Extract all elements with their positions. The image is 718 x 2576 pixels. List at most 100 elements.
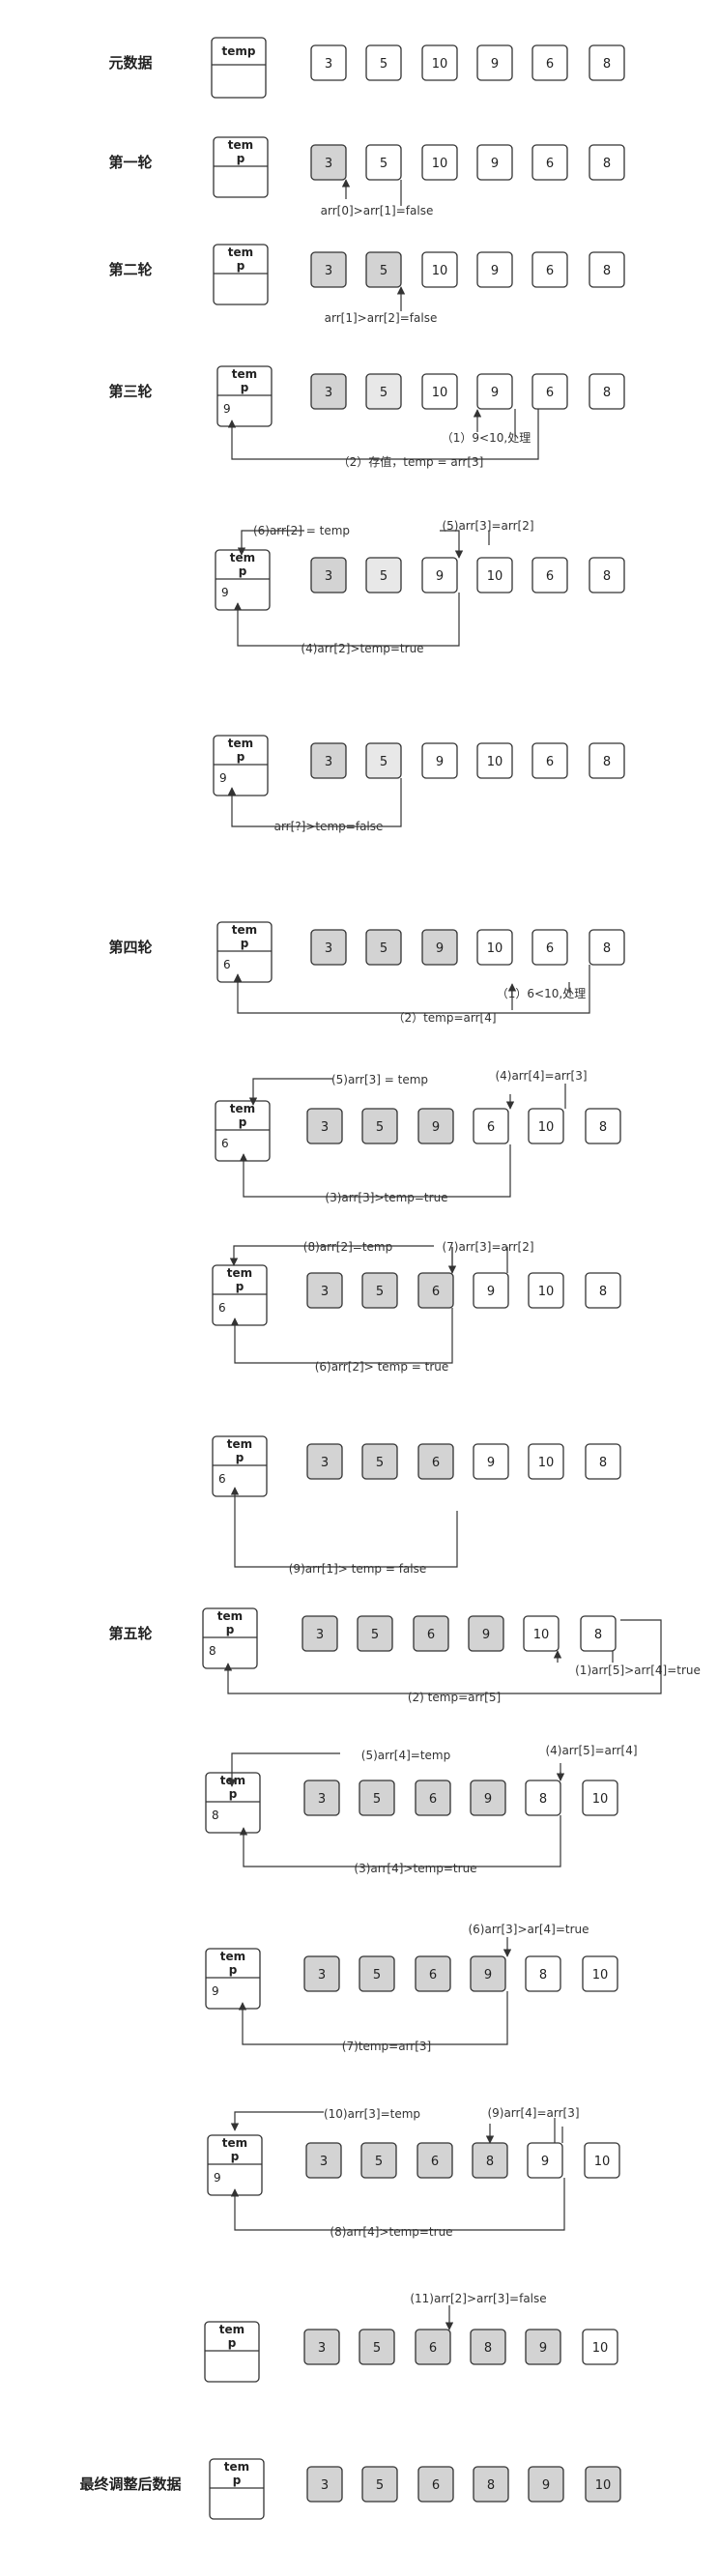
array-cell-value: 9 xyxy=(539,2341,547,2356)
step-annotation: arr[1]>arr[2]=false xyxy=(325,311,438,325)
array-cell-value: 3 xyxy=(318,2341,326,2356)
array-cell-value: 3 xyxy=(321,2478,329,2493)
array-cell: 3 xyxy=(306,1443,343,1480)
array-cell-value: 9 xyxy=(484,1968,492,1983)
temp-box-frame xyxy=(212,1435,268,1497)
array-cell-value: 5 xyxy=(380,755,388,769)
array-cell: 8 xyxy=(525,1780,561,1816)
connector-arrow xyxy=(229,1245,434,1266)
array-cell: 5 xyxy=(365,44,402,81)
step-annotation: （2）temp=arr[4] xyxy=(392,1011,496,1025)
array-cell: 8 xyxy=(585,1443,621,1480)
array-cell: 10 xyxy=(582,1780,618,1816)
array-cell-value: 6 xyxy=(432,2478,440,2493)
step-annotation: (9)arr[4]=arr[3] xyxy=(487,2106,579,2120)
round-label: 第四轮 xyxy=(108,939,152,956)
array-cell: 9 xyxy=(421,557,458,593)
array-cell: 3 xyxy=(310,44,347,81)
temp-box-frame xyxy=(213,735,269,796)
temp-box-label: tem xyxy=(232,367,257,381)
temp-box-label: p xyxy=(236,1451,244,1464)
array-cell: 9 xyxy=(527,2142,563,2179)
connector-arrow xyxy=(230,1308,453,1364)
temp-box-value: 6 xyxy=(221,1137,229,1150)
temp-box-value: 6 xyxy=(218,1472,226,1486)
step-annotation: (3)arr[4]>temp=true xyxy=(354,1862,476,1875)
temp-box-label: tem xyxy=(224,2460,249,2474)
array-cell-value: 8 xyxy=(603,755,611,769)
temp-box: temp xyxy=(213,136,269,198)
round-label: 第一轮 xyxy=(108,154,152,171)
temp-box-label: tem xyxy=(232,923,257,937)
array-cell: 9 xyxy=(470,1955,506,1992)
array-cell: 9 xyxy=(473,1272,509,1309)
array-cell-value: 3 xyxy=(318,1968,326,1983)
array-cell-value: 8 xyxy=(603,57,611,72)
array-cell: 10 xyxy=(585,2466,621,2503)
array-cell: 3 xyxy=(310,742,347,779)
step-annotation: （1）6<10,处理 xyxy=(497,987,586,1000)
temp-box-label: p xyxy=(231,2150,240,2163)
array-cell: 5 xyxy=(359,1780,395,1816)
array-cell-value: 10 xyxy=(592,1792,609,1807)
connector-arrow xyxy=(239,1144,511,1198)
array-cell-value: 9 xyxy=(491,157,499,171)
array-cell: 5 xyxy=(365,251,402,288)
array-cell-value: 10 xyxy=(432,157,448,171)
array-cell: 5 xyxy=(365,373,402,410)
step-annotation: (4)arr[2]>temp=true xyxy=(301,642,423,655)
array-cell: 10 xyxy=(476,929,513,966)
array-cell: 5 xyxy=(361,1443,398,1480)
temp-box-label: tem xyxy=(228,737,253,750)
array-cell-value: 8 xyxy=(539,1968,547,1983)
temp-box-label: tem xyxy=(228,138,253,152)
temp-box-value: 8 xyxy=(212,1809,219,1822)
temp-box: temp xyxy=(211,37,267,99)
temp-box: temp xyxy=(204,2321,260,2383)
array-cell-value: 10 xyxy=(594,2155,611,2169)
array-cell: 3 xyxy=(310,557,347,593)
step-annotation: (2) temp=arr[5] xyxy=(408,1691,501,1704)
array-cell-value: 5 xyxy=(380,386,388,400)
array-cell: 10 xyxy=(582,2329,618,2365)
array-cell-value: 8 xyxy=(599,1456,607,1470)
array-cell-value: 8 xyxy=(603,569,611,584)
connector-arrow xyxy=(230,1487,458,1568)
temp-box-frame xyxy=(216,921,273,983)
array-cell-value: 5 xyxy=(376,2478,384,2493)
array-cell: 9 xyxy=(476,373,513,410)
array-cell-value: 8 xyxy=(484,2341,492,2356)
array-cell-value: 5 xyxy=(380,157,388,171)
round-label: 元数据 xyxy=(108,54,152,72)
connector-arrow xyxy=(223,1619,662,1694)
array-cell: 5 xyxy=(360,2142,397,2179)
temp-box-frame xyxy=(209,2458,265,2520)
temp-box-frame xyxy=(211,37,267,99)
step-annotation: (6)arr[3]>ar[4]=true xyxy=(468,1923,589,1936)
array-cell: 10 xyxy=(421,373,458,410)
temp-box-label: temp xyxy=(222,44,256,58)
step-annotation: arr[0]>arr[1]=false xyxy=(321,204,434,217)
array-cell-value: 9 xyxy=(484,1792,492,1807)
array-cell: 3 xyxy=(306,1272,343,1309)
array-cell-value: 8 xyxy=(599,1120,607,1135)
array-cell: 9 xyxy=(468,1615,504,1652)
array-cell: 9 xyxy=(421,929,458,966)
connectors-layer xyxy=(223,179,662,2330)
array-cell-value: 3 xyxy=(318,1792,326,1807)
temp-box-value: 9 xyxy=(223,402,231,416)
array-cell-value: 5 xyxy=(376,1120,384,1135)
connector-arrow xyxy=(238,1991,508,2045)
array-cell: 5 xyxy=(361,1108,398,1144)
array-cell: 9 xyxy=(476,144,513,181)
array-cell-value: 5 xyxy=(376,1285,384,1299)
